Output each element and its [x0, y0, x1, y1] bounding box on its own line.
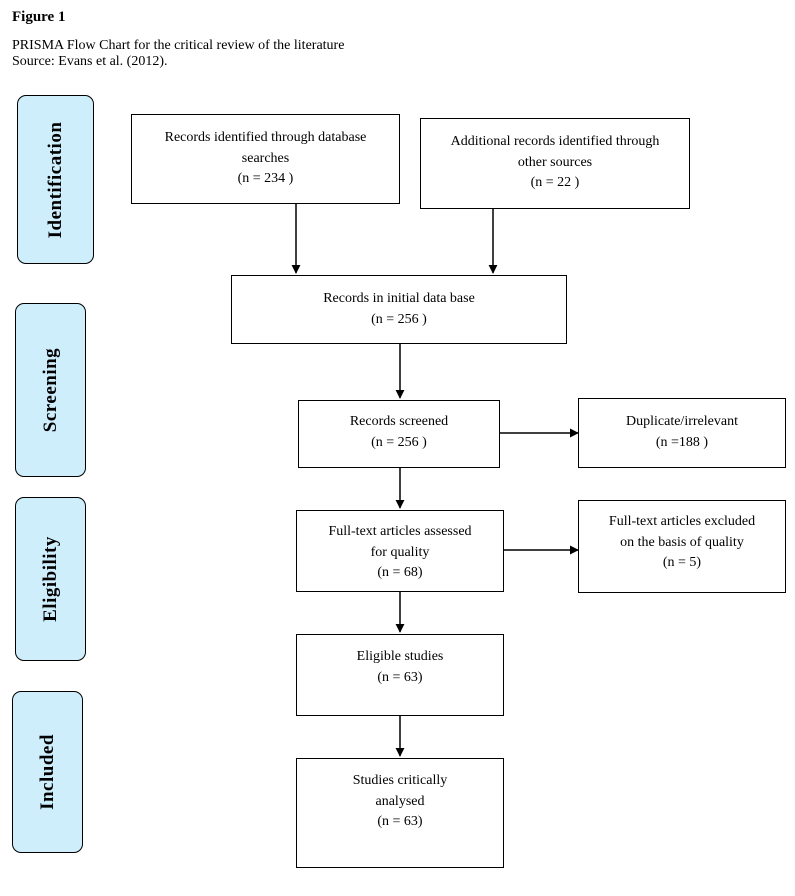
box-eligible-studies: Eligible studies (n = 63): [296, 634, 504, 716]
box-fulltext-line2: for quality: [370, 544, 430, 560]
figure-label: Figure 1: [12, 9, 66, 25]
box-duplicate-line1: Duplicate/irrelevant: [626, 414, 738, 429]
box-records-screened: Records screened (n = 256 ): [298, 400, 500, 468]
box-fulltext-excluded: Full-text articles excluded on the basis…: [578, 500, 786, 593]
box-other-line1: Additional records identified through: [450, 134, 660, 149]
box-eligible-line1: Eligible studies: [356, 649, 444, 664]
box-other-line2: other sources: [517, 154, 593, 170]
box-fulltext-assessed: Full-text articles assessed for quality …: [296, 510, 504, 592]
box-database-line2: searches: [241, 150, 290, 166]
stage-included: Included: [12, 691, 83, 853]
box-studies-analysed: Studies critically analysed (n = 63): [296, 758, 504, 868]
box-excluded-line2: on the basis of quality: [620, 534, 744, 550]
box-database-records: Records identified through database sear…: [131, 114, 400, 204]
box-database-line1: Records identified through database: [164, 130, 367, 145]
box-screened-count: (n = 256 ): [371, 434, 427, 450]
figure-caption: PRISMA Flow Chart for the critical revie…: [12, 38, 344, 70]
box-excluded-count: (n = 5): [662, 555, 702, 570]
box-initial-line1: Records in initial data base: [323, 291, 475, 306]
box-screened-line1: Records screened: [349, 414, 449, 429]
caption-title: PRISMA Flow Chart for the critical revie…: [12, 38, 345, 53]
caption-source: Source: Evans et al. (2012).: [12, 54, 168, 69]
box-fulltext-line1: Full-text articles assessed: [328, 524, 472, 539]
box-duplicate-count: (n =188 ): [655, 434, 709, 450]
box-other-count: (n = 22 ): [530, 175, 580, 190]
box-initial-database: Records in initial data base (n = 256 ): [231, 275, 567, 344]
box-duplicate-irrelevant: Duplicate/irrelevant (n =188 ): [578, 398, 786, 468]
box-database-count: (n = 234 ): [237, 171, 294, 186]
box-initial-count: (n = 256 ): [371, 311, 427, 327]
box-analysed-line2: analysed: [375, 793, 425, 809]
stage-screening: Screening: [15, 303, 86, 477]
box-fulltext-count: (n = 68): [377, 565, 423, 580]
box-analysed-line1: Studies critically: [352, 773, 448, 788]
box-eligible-count: (n = 63): [377, 669, 423, 685]
stage-identification: Identification: [17, 95, 94, 264]
box-excluded-line1: Full-text articles excluded: [608, 514, 756, 529]
box-analysed-count: (n = 63): [377, 814, 423, 829]
box-other-sources: Additional records identified through ot…: [420, 118, 690, 209]
stage-eligibility: Eligibility: [15, 497, 86, 661]
